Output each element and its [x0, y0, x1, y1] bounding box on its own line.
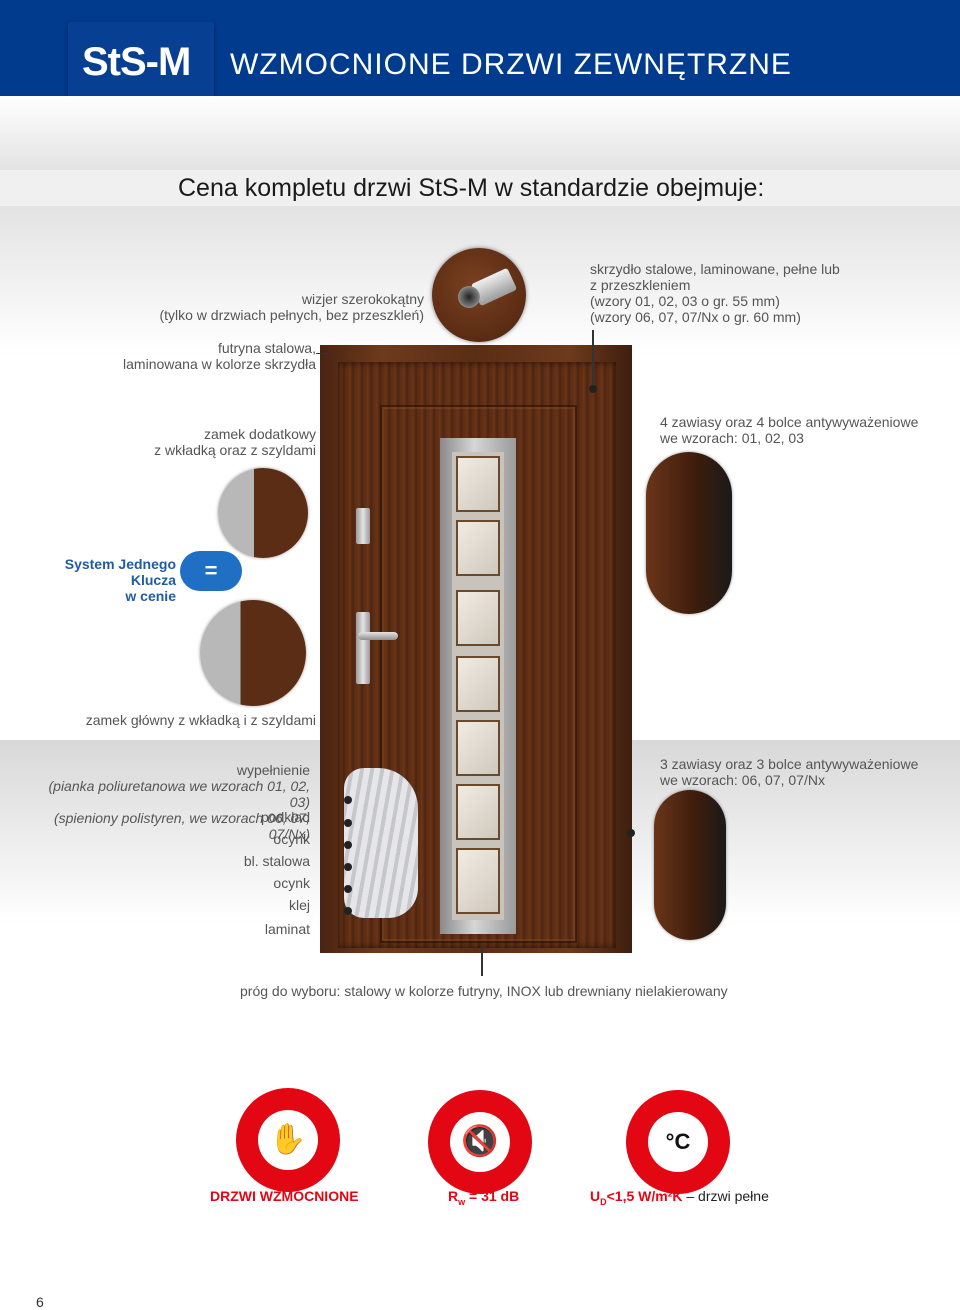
glass-pane [456, 456, 500, 512]
main-escutcheon [356, 612, 370, 684]
badge-caption-acoustic: Rw = 31 dB [448, 1188, 520, 1207]
badge-caption-thermal: UD<1,5 W/m²K – drzwi pełne [590, 1188, 769, 1207]
threshold-pointer [481, 946, 483, 976]
one-key-system-icon: = [180, 551, 242, 591]
layer-dot [344, 907, 352, 915]
subtitle-band [0, 170, 960, 206]
hinge-detail-3 [654, 790, 726, 940]
layer-label-zinc: ocynk [273, 831, 310, 847]
brand-box [68, 22, 214, 102]
layer-label-steel: bl. stalowa [243, 853, 310, 869]
frame-label: futryna stalowa,laminowana w kolorze skr… [123, 340, 316, 372]
filling-label: wypełnienie (pianka poliuretanowa we wzo… [48, 762, 311, 842]
glass-pane [456, 656, 500, 712]
filling-dot [344, 796, 352, 804]
threshold-label: próg do wyboru: stalowy w kolorze futryn… [240, 983, 728, 999]
layer-label-glue: klej [288, 897, 310, 913]
glass-pane [456, 720, 500, 776]
page-number: 6 [36, 1294, 44, 1310]
one-key-system-title: System Jednego Klucza w cenie [64, 556, 176, 604]
glass-pane [456, 520, 500, 576]
layer-label-laminate: laminat [264, 921, 310, 937]
layer-label-zinc-2: ocynk [273, 875, 310, 891]
peephole-label: wizjer szerokokątny(tylko w drzwiach peł… [159, 291, 424, 323]
main-lock-detail [200, 600, 306, 706]
leaf-pointer-dot [589, 385, 597, 393]
subtitle: Cena kompletu drzwi StS-M w standardzie … [178, 174, 765, 202]
muted-speaker-icon: 🔇 [461, 1125, 499, 1158]
layer-dot [344, 885, 352, 893]
door-panel [380, 405, 577, 943]
door-layers-cutaway [344, 768, 418, 918]
door-handle [358, 632, 398, 640]
hinge-detail-4 [646, 452, 732, 614]
glass-pane [456, 784, 500, 840]
hinges-3-dot [627, 829, 635, 837]
badge-thermal: °C [626, 1090, 730, 1194]
extra-lock-detail [218, 468, 308, 558]
glass-pane [456, 590, 500, 646]
badge-burglary: ✋ [236, 1088, 340, 1192]
peephole-lens [458, 286, 480, 308]
badge-caption-reinforced: DRZWI WZMOCNIONE [210, 1188, 359, 1204]
badge-acoustic: 🔇 [428, 1090, 532, 1194]
layer-dot [344, 841, 352, 849]
frame-pointer [316, 353, 332, 354]
upper-escutcheon [356, 508, 370, 544]
brand-logo: StS-M [82, 40, 191, 84]
leaf-pointer [592, 330, 594, 388]
thermometer-icon: °C [665, 1129, 691, 1154]
main-lock-label: zamek główny z wkładką i z szyldami [85, 712, 316, 728]
burglar-icon: ✋ [269, 1123, 307, 1156]
layer-dot [344, 819, 352, 827]
glass-pane [456, 848, 500, 914]
page-title: WZMOCNIONE DRZWI ZEWNĘTRZNE [230, 48, 792, 81]
layer-dot [344, 863, 352, 871]
layer-label-primer: podkład [260, 809, 310, 825]
